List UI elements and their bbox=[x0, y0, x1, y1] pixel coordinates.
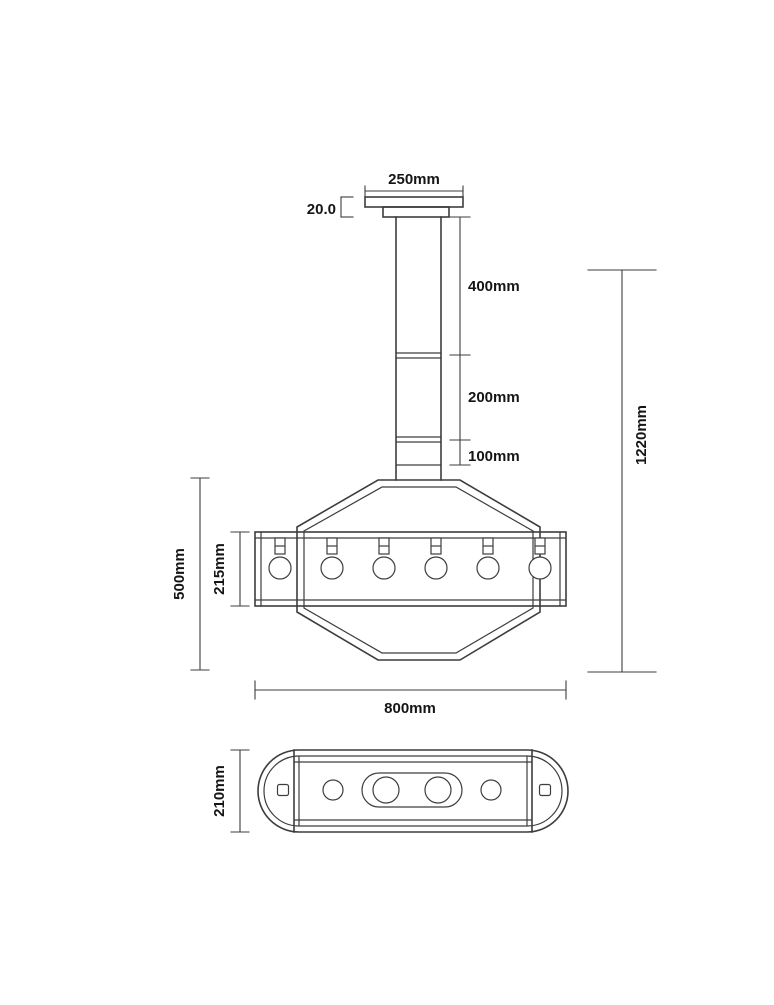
bulb-globe bbox=[424, 556, 448, 580]
rod-segment-middle-label: 200mm bbox=[468, 389, 520, 406]
lamp-band bbox=[254, 531, 567, 607]
plan-outer-outline bbox=[257, 749, 569, 833]
plan-socket bbox=[424, 776, 452, 804]
bulb-globe bbox=[528, 556, 552, 580]
canopy-thickness-dimension: 20.0 bbox=[307, 196, 354, 218]
bulb bbox=[268, 537, 292, 580]
depth-dimension: 210mm bbox=[211, 749, 250, 833]
bulb-row bbox=[268, 537, 552, 580]
rod-segment-bottom-label: 100mm bbox=[468, 448, 520, 465]
width-label: 800mm bbox=[384, 700, 436, 717]
body-outer-outline bbox=[296, 479, 541, 661]
body-inner-outline bbox=[303, 486, 534, 654]
width-dimension: 800mm bbox=[254, 680, 567, 717]
canopy-plate bbox=[364, 196, 464, 208]
suspension-rod bbox=[395, 216, 442, 481]
canopy-thickness-label: 20.0 bbox=[307, 201, 336, 218]
bulb-globe bbox=[476, 556, 500, 580]
bulb bbox=[528, 537, 552, 580]
body-frame bbox=[296, 479, 541, 661]
plan-socket bbox=[480, 779, 502, 801]
canopy-width-dimension: 250mm bbox=[364, 171, 464, 197]
plan-view: 210mm bbox=[211, 749, 569, 833]
canopy-width-label: 250mm bbox=[388, 171, 440, 188]
rod-segment-top-label: 400mm bbox=[468, 278, 520, 295]
plan-socket bbox=[372, 776, 400, 804]
bulb-globe bbox=[372, 556, 396, 580]
bulb bbox=[476, 537, 500, 580]
bulb bbox=[424, 537, 448, 580]
plan-inner-outline bbox=[263, 755, 563, 827]
plan-center-slot bbox=[361, 772, 463, 808]
front-elevation-view: 250mm 20.0 bbox=[171, 171, 657, 717]
body-height-dimension: 500mm bbox=[171, 477, 210, 671]
overall-height-label: 1220mm bbox=[633, 405, 650, 465]
plan-mounting-hole bbox=[538, 783, 552, 797]
bulb-globe bbox=[268, 556, 292, 580]
plan-socket bbox=[322, 779, 344, 801]
canopy-cup bbox=[382, 206, 450, 218]
plan-mounting-hole bbox=[276, 783, 290, 797]
body-height-label: 500mm bbox=[171, 548, 188, 600]
bulb bbox=[372, 537, 396, 580]
band-height-label: 215mm bbox=[211, 543, 228, 595]
bulb bbox=[320, 537, 344, 580]
band-outer bbox=[254, 531, 567, 607]
overall-height-dimension: 1220mm bbox=[587, 269, 657, 673]
ceiling-canopy bbox=[364, 196, 464, 218]
bulb-globe bbox=[320, 556, 344, 580]
band-height-dimension: 215mm bbox=[211, 531, 250, 607]
depth-label: 210mm bbox=[211, 765, 228, 817]
rod-segment-dimensions: 400mm 200mm 100mm bbox=[449, 216, 520, 466]
